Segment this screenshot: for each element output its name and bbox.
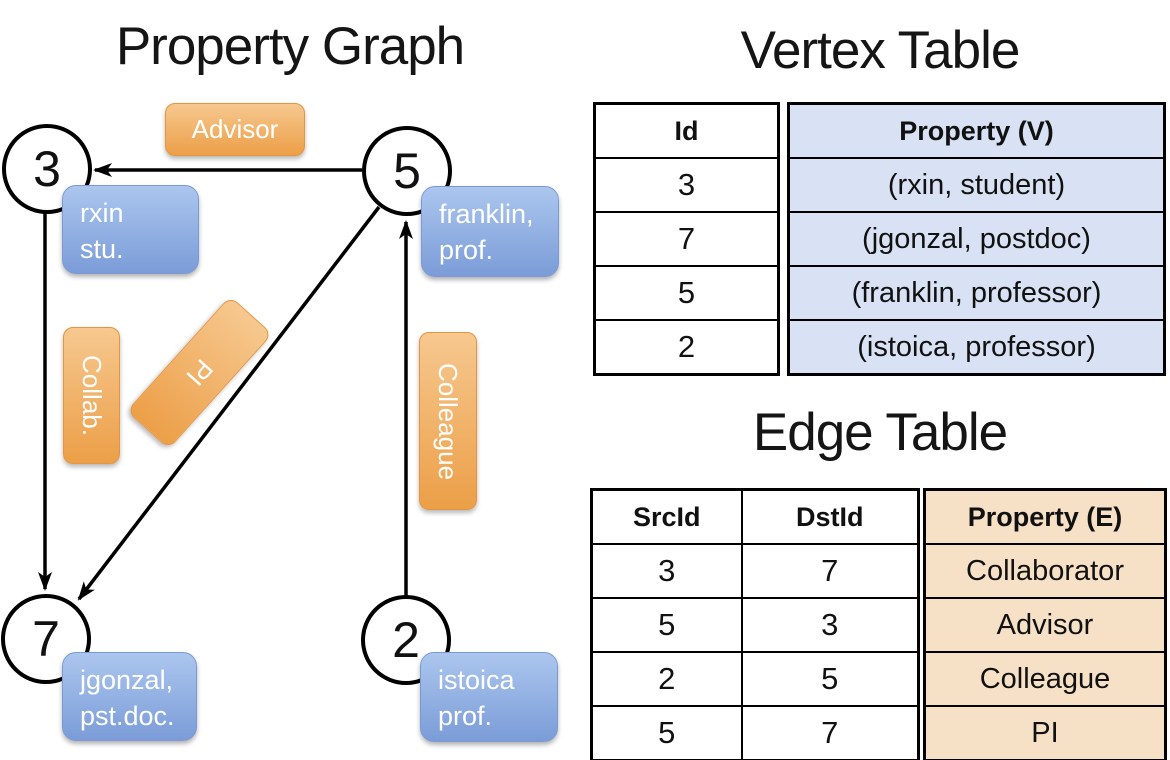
table-row: 3 (593, 157, 780, 213)
table-row: (rxin, student) (787, 157, 1166, 213)
node-id-label: 2 (392, 612, 420, 668)
table-cell: 5 (740, 651, 920, 707)
edge-label-text: Advisor (191, 114, 279, 144)
table-cell: (jgonzal, postdoc) (787, 211, 1166, 267)
graph-edges-layer (38, 163, 413, 601)
table-cell: Advisor (923, 597, 1167, 653)
table-cell: (istoica, professor) (787, 319, 1166, 376)
edge-label-text: PI (180, 353, 220, 392)
vertex-property-table: Property (V) (rxin, student)(jgonzal, po… (787, 102, 1166, 376)
table-cell: 2 (590, 651, 743, 707)
table-row: (istoica, professor) (787, 319, 1166, 376)
table-cell: 5 (593, 265, 780, 321)
table-header: Id (593, 102, 780, 159)
column-header-dstid: DstId (740, 488, 920, 545)
table-header: Property (V) (787, 102, 1166, 159)
table-row: Colleague (923, 651, 1167, 707)
node-id-label: 7 (32, 611, 60, 667)
table-row: (franklin, professor) (787, 265, 1166, 321)
edge-label-text: Colleague (433, 362, 464, 480)
graph-node-2: 2 (361, 595, 451, 685)
vertex-property-box-jgonzal: jgonzal, pst.doc. (62, 652, 197, 741)
table-row: 7 (593, 211, 780, 267)
node-id-label: 5 (393, 143, 421, 199)
edge-table-title: Edge Table (752, 403, 1008, 462)
column-header-property-v: Property (V) (787, 102, 1166, 159)
table-row: (jgonzal, postdoc) (787, 211, 1166, 267)
table-row: 2 (593, 319, 780, 376)
edge-label-advisor: Advisor (165, 103, 305, 156)
table-row: Advisor (923, 597, 1167, 653)
vertex-property-box-franklin: franklin, prof. (421, 186, 559, 277)
table-header-row: Property (E) (923, 488, 1167, 545)
node-id-label: 3 (33, 141, 61, 197)
edge-label-colleague: Colleague (419, 332, 477, 510)
table-cell: PI (923, 705, 1167, 760)
table-cell: 5 (590, 705, 743, 760)
table-cell: Collaborator (923, 543, 1167, 599)
vertex-property-box-rxin: rxin stu. (62, 185, 199, 274)
table-header-row: Id (593, 102, 780, 159)
table-header-row: SrcId DstId (590, 488, 920, 545)
vertex-table-title: Vertex Table (740, 21, 1021, 80)
column-header-id: Id (593, 102, 780, 159)
table-cell: 7 (740, 543, 920, 599)
table-cell: Colleague (923, 651, 1167, 707)
vertex-property-box-istoica: istoica prof. (420, 652, 558, 742)
table-cell: 3 (590, 543, 743, 599)
table-cell: 3 (593, 157, 780, 213)
table-row: PI (923, 705, 1167, 760)
table-header: SrcId DstId (590, 488, 920, 545)
table-cell: (franklin, professor) (787, 265, 1166, 321)
edge-label-text: Collab. (77, 355, 107, 436)
table-header: Property (E) (923, 488, 1167, 545)
table-cell: 3 (740, 597, 920, 653)
table-cell: 7 (740, 705, 920, 760)
column-header-srcid: SrcId (590, 488, 743, 545)
table-header-row: Property (V) (787, 102, 1166, 159)
edge-label-collab: Collab. (63, 327, 120, 464)
table-cell: (rxin, student) (787, 157, 1166, 213)
table-row: 5 (593, 265, 780, 321)
table-cell: 5 (590, 597, 743, 653)
table-row: Collaborator (923, 543, 1167, 599)
column-header-property-e: Property (E) (923, 488, 1167, 545)
property-graph-title: Property Graph (115, 17, 465, 76)
table-cell: 2 (593, 319, 780, 376)
table-cell: 7 (593, 211, 780, 267)
edge-line-pi-5-to-7 (77, 205, 381, 601)
